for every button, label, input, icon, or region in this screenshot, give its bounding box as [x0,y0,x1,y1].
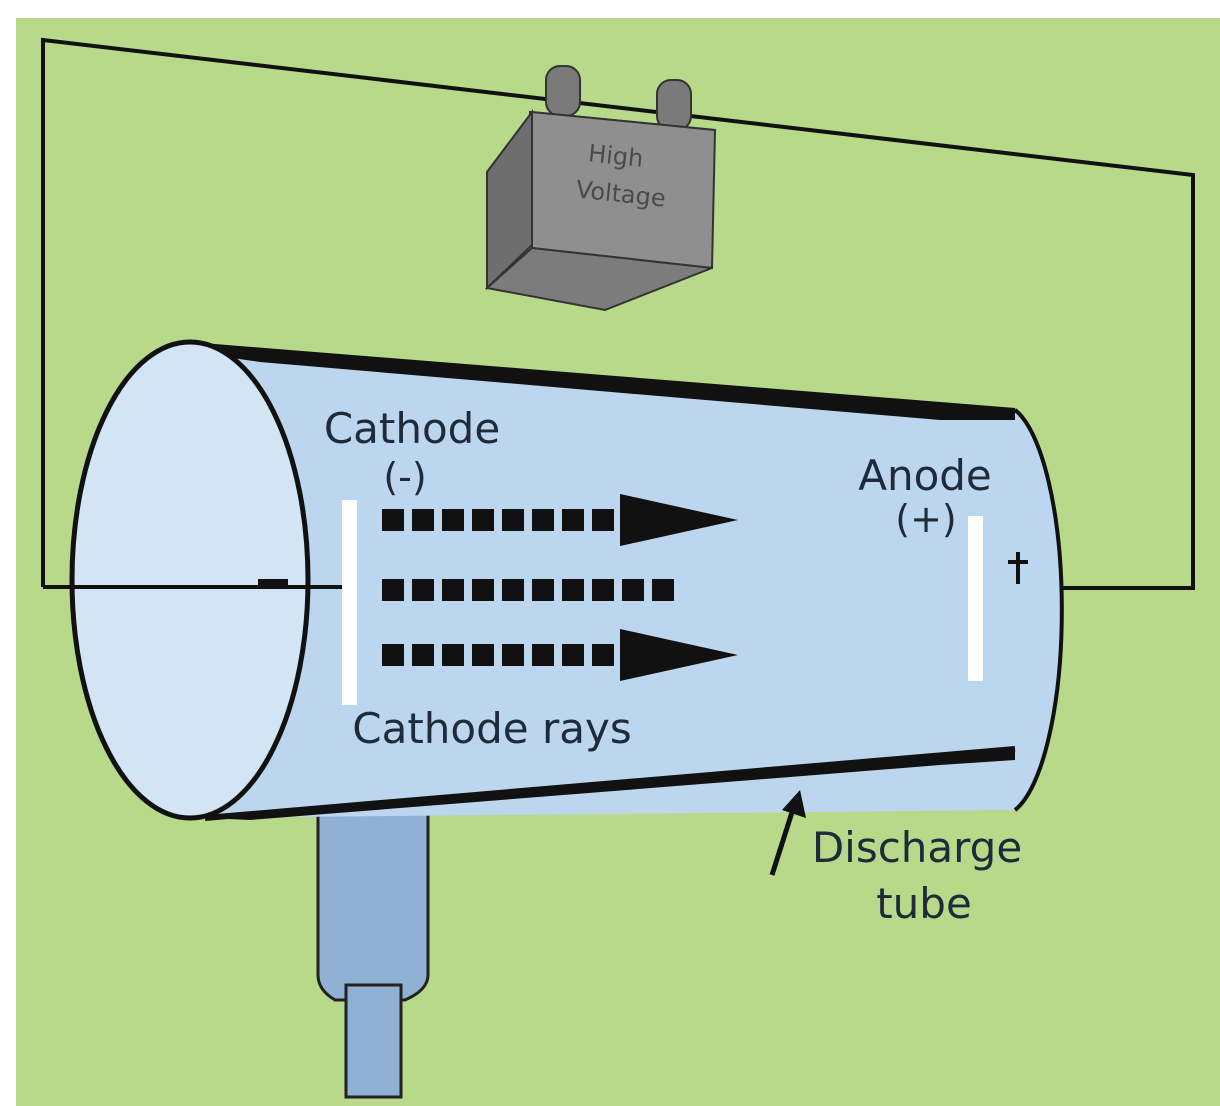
discharge-tube-pointer-arrow [769,790,806,876]
ray-dash [442,644,464,666]
plus-symbol [1008,552,1028,584]
ray-dash [382,644,404,666]
supply-label-line1: High [587,139,645,173]
ray-dash [442,509,464,531]
cathode-rays [382,494,738,681]
ray-dash [502,644,524,666]
ray-dash [562,644,584,666]
ray-dash [502,509,524,531]
ray-dash [382,509,404,531]
ray-dash [532,509,554,531]
anode-plate [968,516,983,681]
ray-dash [592,579,614,601]
ray-dash [412,509,434,531]
ray-dash [382,579,404,601]
ray-arrowhead [620,629,738,681]
ray-dash [622,579,644,601]
ray-dash [472,509,494,531]
ray-dash [472,579,494,601]
ray-dash [592,644,614,666]
cathode-sign: (-) [383,455,426,499]
anode-label: Anode [858,451,992,500]
high-voltage-supply: High Voltage [484,65,717,312]
circuit-wire [41,37,1195,590]
cathode-label: Cathode [324,404,500,453]
ray-dash [532,644,554,666]
ray-dash [652,579,674,601]
ray-dash [412,644,434,666]
ray-dash [562,509,584,531]
ray-dash [532,579,554,601]
cathode-rays-label: Cathode rays [352,704,631,753]
ray-dash [592,509,614,531]
tube-end-ellipse [69,339,311,821]
vacuum-pump-pipe [316,798,430,1099]
ray-arrowhead [620,494,738,546]
anode-sign: (+) [895,497,957,541]
cathode-plate [342,500,357,705]
ray-dash [442,579,464,601]
ray-dash [502,579,524,601]
ray-dash [472,644,494,666]
discharge-label-line1: Discharge [812,823,1022,872]
ray-dash [562,579,584,601]
discharge-label-line2: tube [876,879,972,928]
ray-dash [412,579,434,601]
